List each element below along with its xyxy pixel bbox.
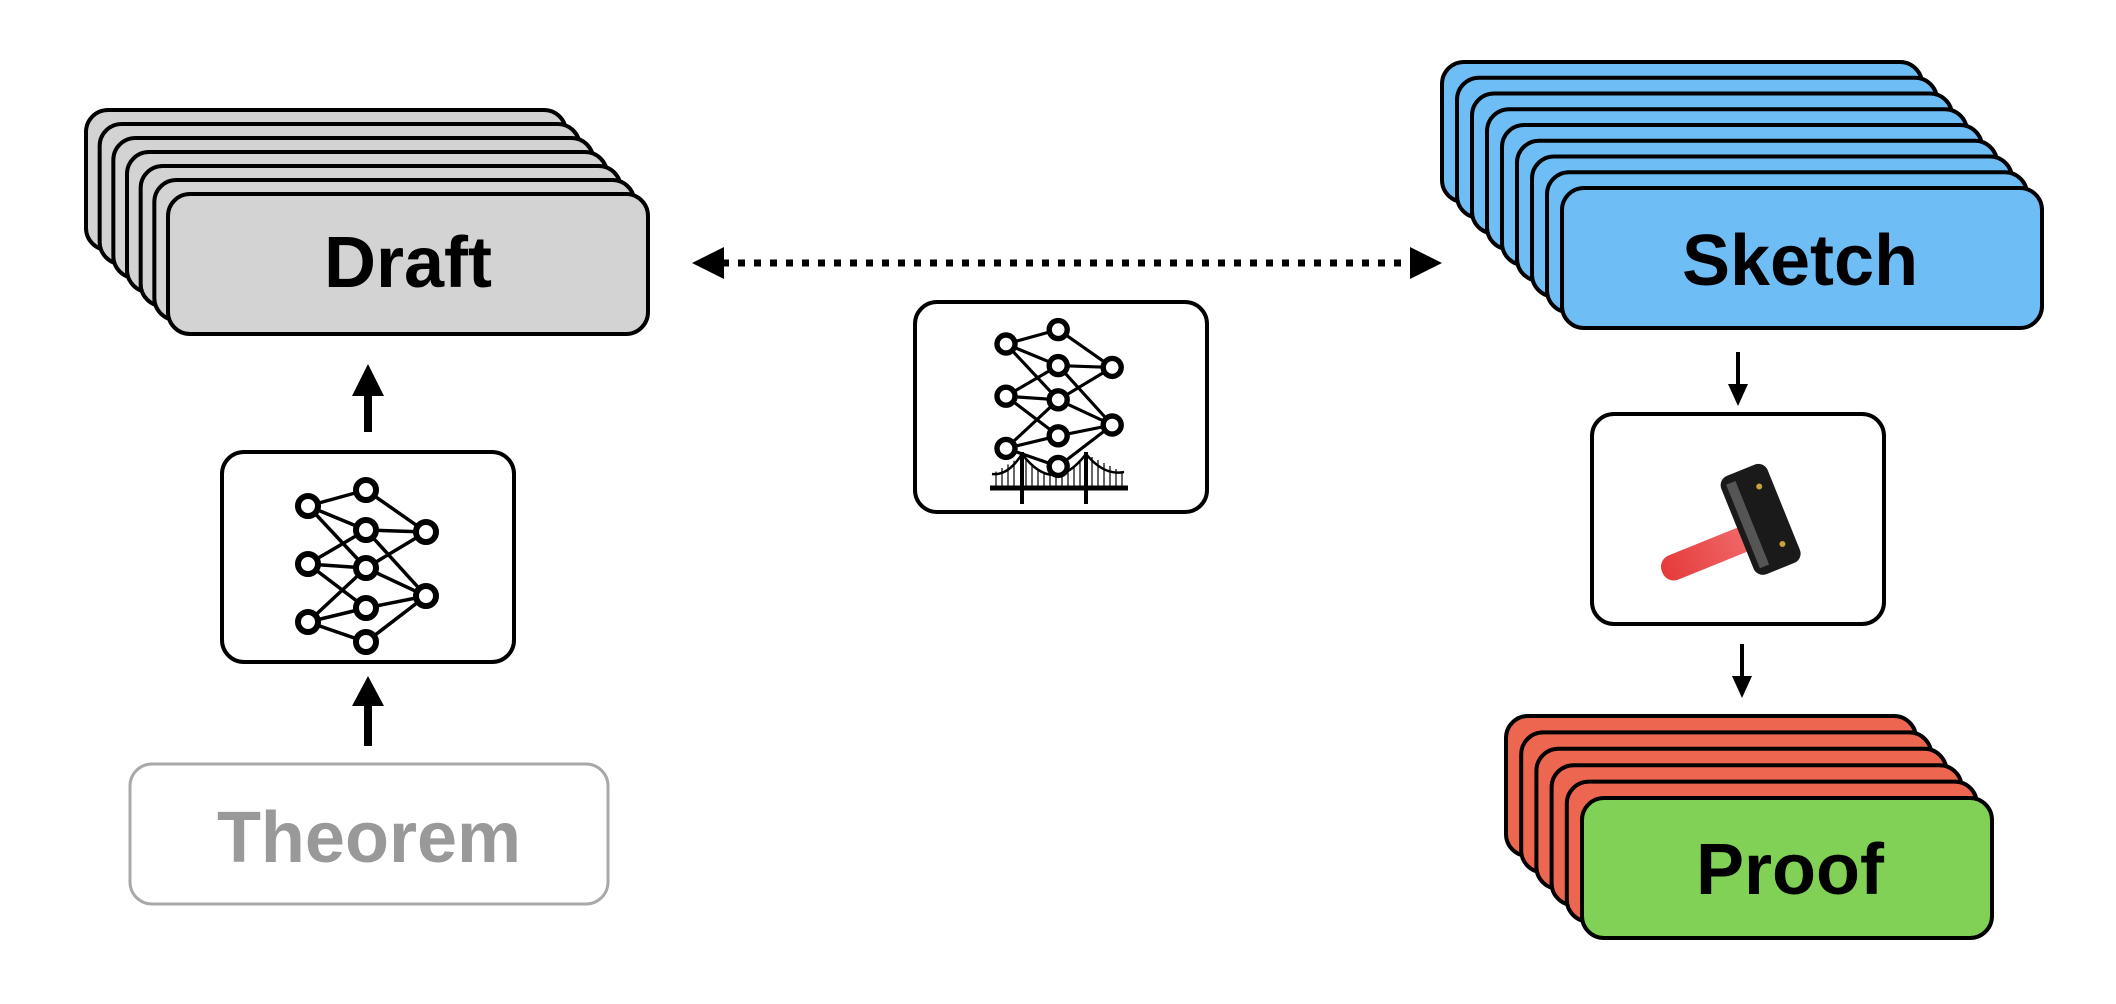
neural-network-icon <box>994 317 1124 479</box>
sketch-front-card <box>1560 186 2044 330</box>
draft-front-card <box>166 192 650 336</box>
arrow-drafter-to-draft <box>352 364 384 432</box>
neuron-node <box>353 595 379 621</box>
neuron-node <box>295 609 321 635</box>
proof-front-card <box>1580 796 1994 940</box>
drafter-model-box <box>220 450 516 664</box>
theorem-box <box>128 762 610 906</box>
neural-network-icon <box>295 477 439 655</box>
neuron-node <box>295 493 321 519</box>
sketch-stack <box>1440 60 2044 330</box>
proof-stack <box>1504 714 1994 940</box>
draft-stack <box>84 108 650 336</box>
proof-label: Proof <box>1696 830 1885 910</box>
neuron-node <box>353 477 379 503</box>
theorem-label: Theorem <box>217 798 521 878</box>
neuron-node <box>1046 388 1070 412</box>
neuron-node <box>994 332 1018 356</box>
arrow-prover-to-proof <box>1732 644 1752 698</box>
neuron-node <box>353 517 379 543</box>
neuron-node <box>413 519 439 545</box>
sketch-label: Sketch <box>1682 221 1918 301</box>
neuron-node <box>994 436 1018 461</box>
sketcher-model-box <box>913 300 1209 514</box>
bridge-icon <box>990 451 1128 504</box>
draft-label: Draft <box>324 223 492 303</box>
neuron-node <box>1100 413 1124 437</box>
neuron-node <box>1046 317 1070 342</box>
neuron-node <box>1046 353 1070 378</box>
neuron-node <box>994 384 1018 408</box>
arrow-theorem-to-drafter <box>352 676 384 746</box>
neuron-node <box>295 551 321 577</box>
arrow-draft-sketch-dotted <box>692 247 1442 279</box>
neuron-node <box>1046 424 1070 448</box>
neuron-node <box>413 583 439 609</box>
prover-box <box>1590 412 1886 626</box>
hammer-icon <box>1660 463 1801 581</box>
neuron-node <box>353 629 379 655</box>
neuron-node <box>1100 355 1124 380</box>
neuron-node <box>353 555 379 581</box>
arrow-sketch-to-prover <box>1728 352 1748 406</box>
